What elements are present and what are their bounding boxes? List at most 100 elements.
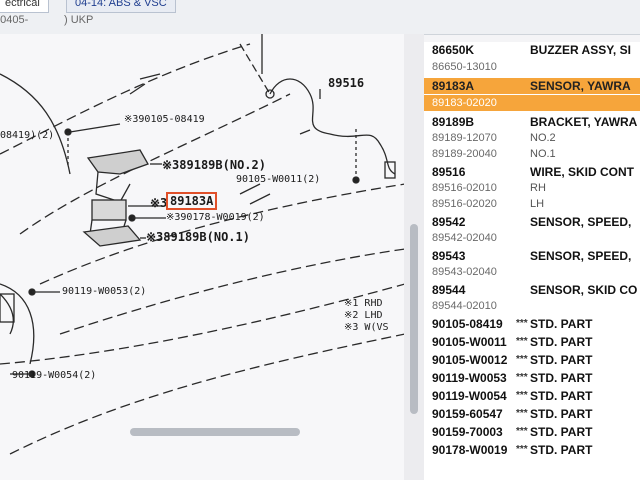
part-number: 89183-02020	[432, 97, 497, 109]
part-number: 90119-W0054	[432, 389, 507, 403]
part-number: 89189-20040	[432, 148, 497, 160]
part-name: STD. PART	[530, 443, 593, 457]
part-number: 90119-W0053	[432, 371, 507, 385]
parts-row[interactable]: 90105-W0011 *** STD. PART	[424, 334, 640, 350]
std-part-marker: ***	[516, 372, 528, 383]
part-number: 86650-13010	[432, 61, 497, 73]
callout-89189b-no1[interactable]: ※389189B(NO.1)	[146, 230, 250, 244]
diagram-drawing	[0, 34, 405, 455]
callout-89189b-no2[interactable]: ※389189B(NO.2)	[162, 158, 266, 172]
parts-row[interactable]: 89189-12070 NO.2	[424, 130, 640, 146]
part-name: SENSOR, SKID CO	[530, 283, 638, 297]
part-variant: RH	[530, 182, 546, 194]
callout-90119-w0053[interactable]: 90119-W0053(2)	[62, 286, 147, 297]
part-name: STD. PART	[530, 371, 593, 385]
part-number: 89189B	[432, 115, 475, 129]
parts-row[interactable]: 89544 SENSOR, SKID CO	[424, 282, 640, 298]
callout-90119-w0054[interactable]: 90119-W0054(2)	[12, 370, 97, 381]
part-number: 90105-08419	[432, 317, 503, 331]
parts-row[interactable]: 90119-W0054 *** STD. PART	[424, 388, 640, 404]
part-number: 89189-12070	[432, 132, 497, 144]
part-number: 89542-02040	[432, 232, 497, 244]
part-name: STD. PART	[530, 389, 593, 403]
parts-row[interactable]: 86650-13010	[424, 59, 640, 75]
part-number: 90159-70003	[432, 425, 503, 439]
part-name: SENSOR, YAWRA	[530, 79, 631, 93]
callout-90105-w0011[interactable]: 90105-W0011(2)	[236, 174, 321, 185]
diagram-vertical-scrollbar[interactable]	[404, 34, 424, 480]
callout-89183a-prefix: ※3	[150, 196, 168, 210]
parts-row[interactable]: 90105-08419 *** STD. PART	[424, 316, 640, 332]
region-code: ) UKP	[64, 14, 94, 26]
parts-row-selected-sub[interactable]: 89183-02020	[424, 95, 640, 111]
parts-row[interactable]: 90119-W0053 *** STD. PART	[424, 370, 640, 386]
part-number: 89516-02010	[432, 182, 497, 194]
model-code: '0405-	[0, 14, 29, 26]
part-variant: NO.1	[530, 148, 556, 160]
part-name: STD. PART	[530, 353, 593, 367]
part-number: 89543	[432, 249, 466, 263]
parts-list: 86650K BUZZER ASSY, SI 86650-13010 89183…	[424, 42, 640, 480]
part-number: 90105-W0011	[432, 335, 507, 349]
std-part-marker: ***	[516, 354, 528, 365]
std-part-marker: ***	[516, 426, 528, 437]
parts-row[interactable]: 89516 WIRE, SKID CONT	[424, 164, 640, 180]
legend-note-1: ※1 RHD	[344, 298, 383, 309]
part-variant: NO.2	[530, 132, 556, 144]
top-bar: ectrical 04-14: ABS & VSC '0405- ) UKP	[0, 0, 640, 35]
callout-89516[interactable]: 89516	[328, 76, 365, 90]
parts-row[interactable]: 90178-W0019 *** STD. PART	[424, 442, 640, 458]
parts-row[interactable]: 89542 SENSOR, SPEED,	[424, 214, 640, 230]
callout-390178-w0019[interactable]: ※390178-W0019(2)	[166, 212, 265, 223]
part-number: 89543-02040	[432, 266, 497, 278]
parts-row[interactable]: 89543 SENSOR, SPEED,	[424, 248, 640, 264]
part-variant: LH	[530, 198, 545, 210]
part-name: SENSOR, SPEED,	[530, 249, 632, 263]
part-number: 89542	[432, 215, 466, 229]
parts-row[interactable]: 89516-02010 RH	[424, 180, 640, 196]
part-name: BUZZER ASSY, SI	[530, 43, 631, 57]
parts-row[interactable]: 89544-02010	[424, 298, 640, 314]
std-part-marker: ***	[516, 408, 528, 419]
tab-abs-vsc[interactable]: 04-14: ABS & VSC	[66, 0, 176, 13]
part-name: STD. PART	[530, 335, 593, 349]
parts-row[interactable]: 89189-20040 NO.1	[424, 146, 640, 162]
parts-diagram[interactable]: 89516 ※390105-08419 08419)(2) ※389189B(N…	[0, 34, 405, 480]
part-number: 90105-W0012	[432, 353, 508, 367]
part-number: 90159-60547	[432, 407, 503, 421]
parts-row[interactable]: 89542-02040	[424, 230, 640, 246]
part-number: 90178-W0019	[432, 443, 508, 457]
callout-08419[interactable]: 08419)(2)	[0, 130, 55, 141]
tab-electrical[interactable]: ectrical	[0, 0, 49, 13]
callout-89183a[interactable]: 89183A	[166, 192, 218, 210]
part-name: WIRE, SKID CONT	[530, 165, 634, 179]
part-name: STD. PART	[530, 425, 593, 439]
std-part-marker: ***	[516, 318, 528, 329]
part-number: 89544	[432, 283, 466, 297]
parts-row[interactable]: 89543-02040	[424, 264, 640, 280]
part-name: BRACKET, YAWRA	[530, 115, 638, 129]
callout-390105-08419[interactable]: ※390105-08419	[124, 114, 205, 125]
part-number: 89516	[432, 165, 466, 179]
parts-row[interactable]: 90159-70003 *** STD. PART	[424, 424, 640, 440]
std-part-marker: ***	[516, 336, 528, 347]
parts-row[interactable]: 89189B BRACKET, YAWRA	[424, 114, 640, 130]
part-number: 89544-02010	[432, 300, 497, 312]
std-part-marker: ***	[516, 444, 528, 455]
parts-row[interactable]: 89516-02020 LH	[424, 196, 640, 212]
parts-row-selected[interactable]: 89183A SENSOR, YAWRA	[424, 78, 640, 94]
std-part-marker: ***	[516, 390, 528, 401]
parts-row[interactable]: 90159-60547 *** STD. PART	[424, 406, 640, 422]
parts-row[interactable]: 86650K BUZZER ASSY, SI	[424, 42, 640, 58]
scrollbar-thumb[interactable]	[410, 224, 418, 414]
diagram-horizontal-scrollbar[interactable]	[130, 428, 300, 436]
part-name: STD. PART	[530, 407, 593, 421]
parts-row[interactable]: 90105-W0012 *** STD. PART	[424, 352, 640, 368]
part-name: SENSOR, SPEED,	[530, 215, 632, 229]
part-number: 89183A	[432, 79, 475, 93]
legend-note-2: ※2 LHD	[344, 310, 383, 321]
part-name: STD. PART	[530, 317, 593, 331]
part-number: 89516-02020	[432, 198, 497, 210]
legend-note-3: ※3 W(VS	[344, 322, 389, 333]
part-number: 86650K	[432, 43, 475, 57]
